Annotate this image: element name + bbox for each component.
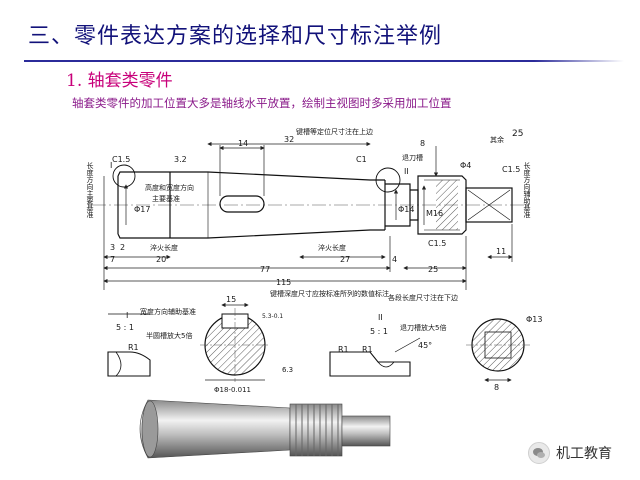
dim-c1-5-left: C1.5	[112, 155, 130, 164]
shaft-main-view	[92, 164, 530, 239]
dim-7: 7	[110, 255, 115, 264]
slide-title: 三、零件表达方案的选择和尺寸标注举例	[28, 24, 443, 49]
relief-groove-label: 退刀槽	[402, 153, 423, 162]
detail-ii-r1-b: R1	[362, 345, 373, 354]
dim-115: 115	[276, 278, 291, 287]
dim-section-value: 5.3-0.1	[262, 313, 283, 320]
length-aux-datum: 长度方向辅助基准	[523, 161, 531, 219]
dim-phi13: Φ13	[526, 315, 542, 324]
roughness-value: 25	[512, 129, 523, 139]
watermark: 机工教育	[528, 442, 612, 464]
main-datum: 主要基准	[152, 194, 180, 203]
dim-14: 14	[238, 139, 248, 148]
dim-c1-5-right: C1.5	[502, 165, 520, 174]
detail-i-r1: R1	[128, 343, 139, 352]
keyway-section	[200, 302, 270, 382]
dim-11: 11	[496, 247, 506, 256]
dim-77: 77	[260, 265, 270, 274]
section-subtitle: 1. 轴套类零件	[66, 71, 173, 91]
detail-i-scale: 5 : 1	[116, 323, 134, 332]
groove-enlarge: 退刀槽放大5倍	[400, 323, 446, 332]
dimension-lines	[103, 141, 513, 290]
label-ii-main: II	[404, 167, 409, 176]
dim-3: 3	[110, 243, 115, 252]
dim-c1-5-bottom: C1.5	[428, 239, 446, 248]
dim-c1: C1	[356, 155, 367, 164]
detail-i-label: I	[126, 311, 128, 320]
round-section	[466, 318, 530, 383]
segment-note: 各段长度尺寸注在下边	[388, 293, 458, 302]
title-underline	[24, 60, 624, 62]
dim-8: 8	[420, 139, 425, 148]
detail-ii-angle: 45°	[418, 341, 432, 350]
dim-3-2: 3.2	[174, 155, 187, 164]
dim-20: 20	[156, 255, 166, 264]
dim-m16: M16	[426, 209, 443, 218]
height-width-ref: 高度和宽度方向	[145, 183, 194, 192]
quench-length-left: 淬火长度	[150, 243, 178, 252]
length-datum: 长度方向主要基准	[86, 161, 94, 219]
dim-8b: 8	[494, 383, 499, 392]
keyway-depth-note: 键槽深度尺寸应按标准所列的数值标注	[270, 289, 389, 298]
detail-ii-view	[329, 337, 421, 377]
detail-ii-r1-a: R1	[338, 345, 349, 354]
dim-6-3: 6.3	[282, 366, 293, 374]
half-circle-enlarge: 半圆槽放大5倍	[146, 331, 192, 340]
detail-i-view	[107, 313, 151, 377]
quench-length-right: 淬火长度	[318, 243, 346, 252]
width-aux-datum: 宽度方向辅助基准	[140, 307, 196, 316]
label-i-main: I	[110, 161, 112, 170]
dim-4: 4	[392, 255, 397, 264]
dim-25: 25	[428, 265, 438, 274]
dim-27: 27	[340, 255, 350, 264]
dim-phi14: Φ14	[398, 205, 414, 214]
intro-text: 轴套类零件的加工位置大多是轴线水平放置，绘制主视图时多采用加工位置	[72, 96, 452, 110]
keyway-note: 键槽等定位尺寸注在上边	[296, 127, 373, 136]
detail-ii-scale: 5 : 1	[370, 327, 388, 336]
roughness-note: 其余	[490, 135, 504, 144]
dim-phi4: Φ4	[460, 161, 471, 170]
dim-2: 2	[120, 243, 125, 252]
drawing-labels: 键槽等定位尺寸注在上边 其余 25 退刀槽 高度和宽度方向 主要基准 淬火长度 …	[86, 127, 542, 394]
dim-phi18: Φ18-0.011	[214, 386, 251, 394]
detail-ii-label: II	[378, 313, 383, 322]
shaft-3d-image	[139, 399, 391, 459]
dim-15: 15	[226, 295, 236, 304]
wechat-icon	[528, 442, 550, 464]
dim-32: 32	[284, 135, 294, 144]
dim-phi17: Φ17	[134, 205, 150, 214]
watermark-text: 机工教育	[556, 446, 612, 462]
